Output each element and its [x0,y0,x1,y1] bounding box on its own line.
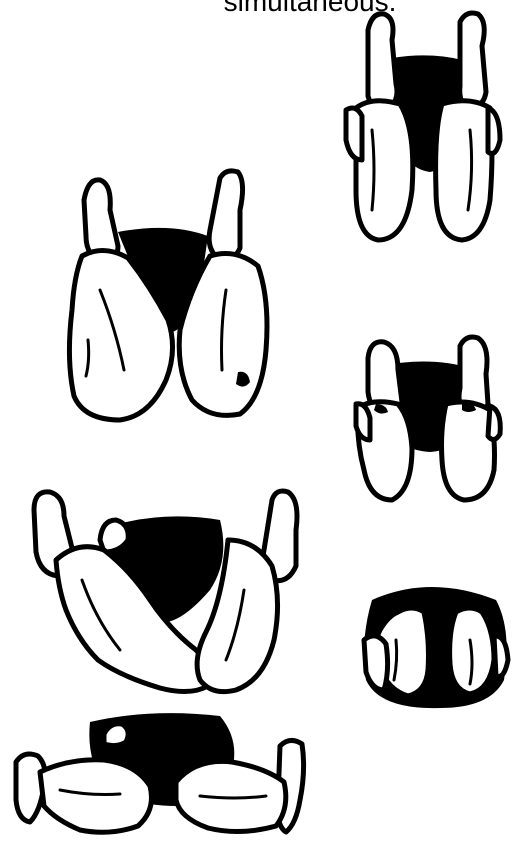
pose-knees-tucked [364,587,508,708]
pose-thighs-apart-front [69,171,267,420]
pose-thighs-spread-wide [34,491,297,692]
pose-knees-bent-partly [356,337,500,500]
pose-legs-flat-splayed [16,713,304,832]
pose-upright-knees-together [346,13,500,240]
